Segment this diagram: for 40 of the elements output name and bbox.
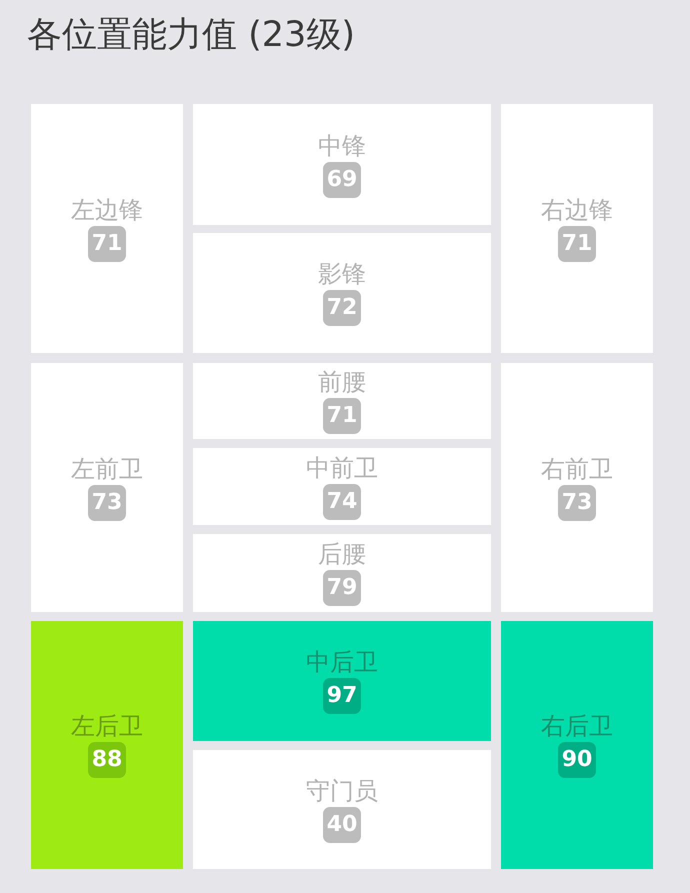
position-tile: [501, 621, 653, 869]
position-name: 守门员: [306, 776, 378, 804]
position-name: 中前卫: [306, 454, 378, 482]
position-tile: [193, 448, 491, 525]
position-tile: [501, 104, 653, 353]
position-name: 左前卫: [71, 454, 143, 482]
position-name: 影锋: [318, 260, 366, 288]
rating-badge: 71: [558, 226, 596, 262]
position-tile: [501, 363, 653, 612]
position-tile: [193, 104, 491, 225]
rating-badge: 90: [558, 742, 596, 778]
rating-badge: 73: [88, 484, 126, 520]
rating-badge: 79: [322, 570, 362, 606]
rating-badge: 88: [88, 742, 126, 778]
rating-badge: 72: [322, 290, 362, 326]
position-tile: [31, 104, 183, 353]
position-tile: [193, 750, 491, 869]
position-name: 中锋: [318, 132, 366, 160]
position-name: 前腰: [318, 368, 366, 396]
position-name: 后腰: [318, 540, 366, 568]
rating-badge: 74: [322, 484, 362, 520]
rating-badge: 97: [322, 678, 362, 714]
position-tile: [193, 233, 491, 353]
position-name: 中后卫: [306, 648, 378, 676]
position-tile: [31, 363, 183, 612]
position-tile: [31, 621, 183, 869]
position-tile: [193, 534, 491, 612]
position-name: 左边锋: [71, 196, 143, 224]
rating-badge: 71: [322, 398, 362, 434]
position-name: 右后卫: [541, 712, 613, 740]
rating-badge: 73: [558, 484, 596, 520]
position-name: 右前卫: [541, 454, 613, 482]
position-tile: [193, 621, 491, 741]
page-title: 各位置能力值 (23级): [27, 14, 355, 57]
position-tile: [193, 363, 491, 439]
rating-badge: 71: [88, 226, 126, 262]
rating-badge: 69: [322, 162, 362, 198]
rating-badge: 40: [322, 806, 362, 842]
position-name: 右边锋: [541, 196, 613, 224]
position-name: 左后卫: [71, 712, 143, 740]
